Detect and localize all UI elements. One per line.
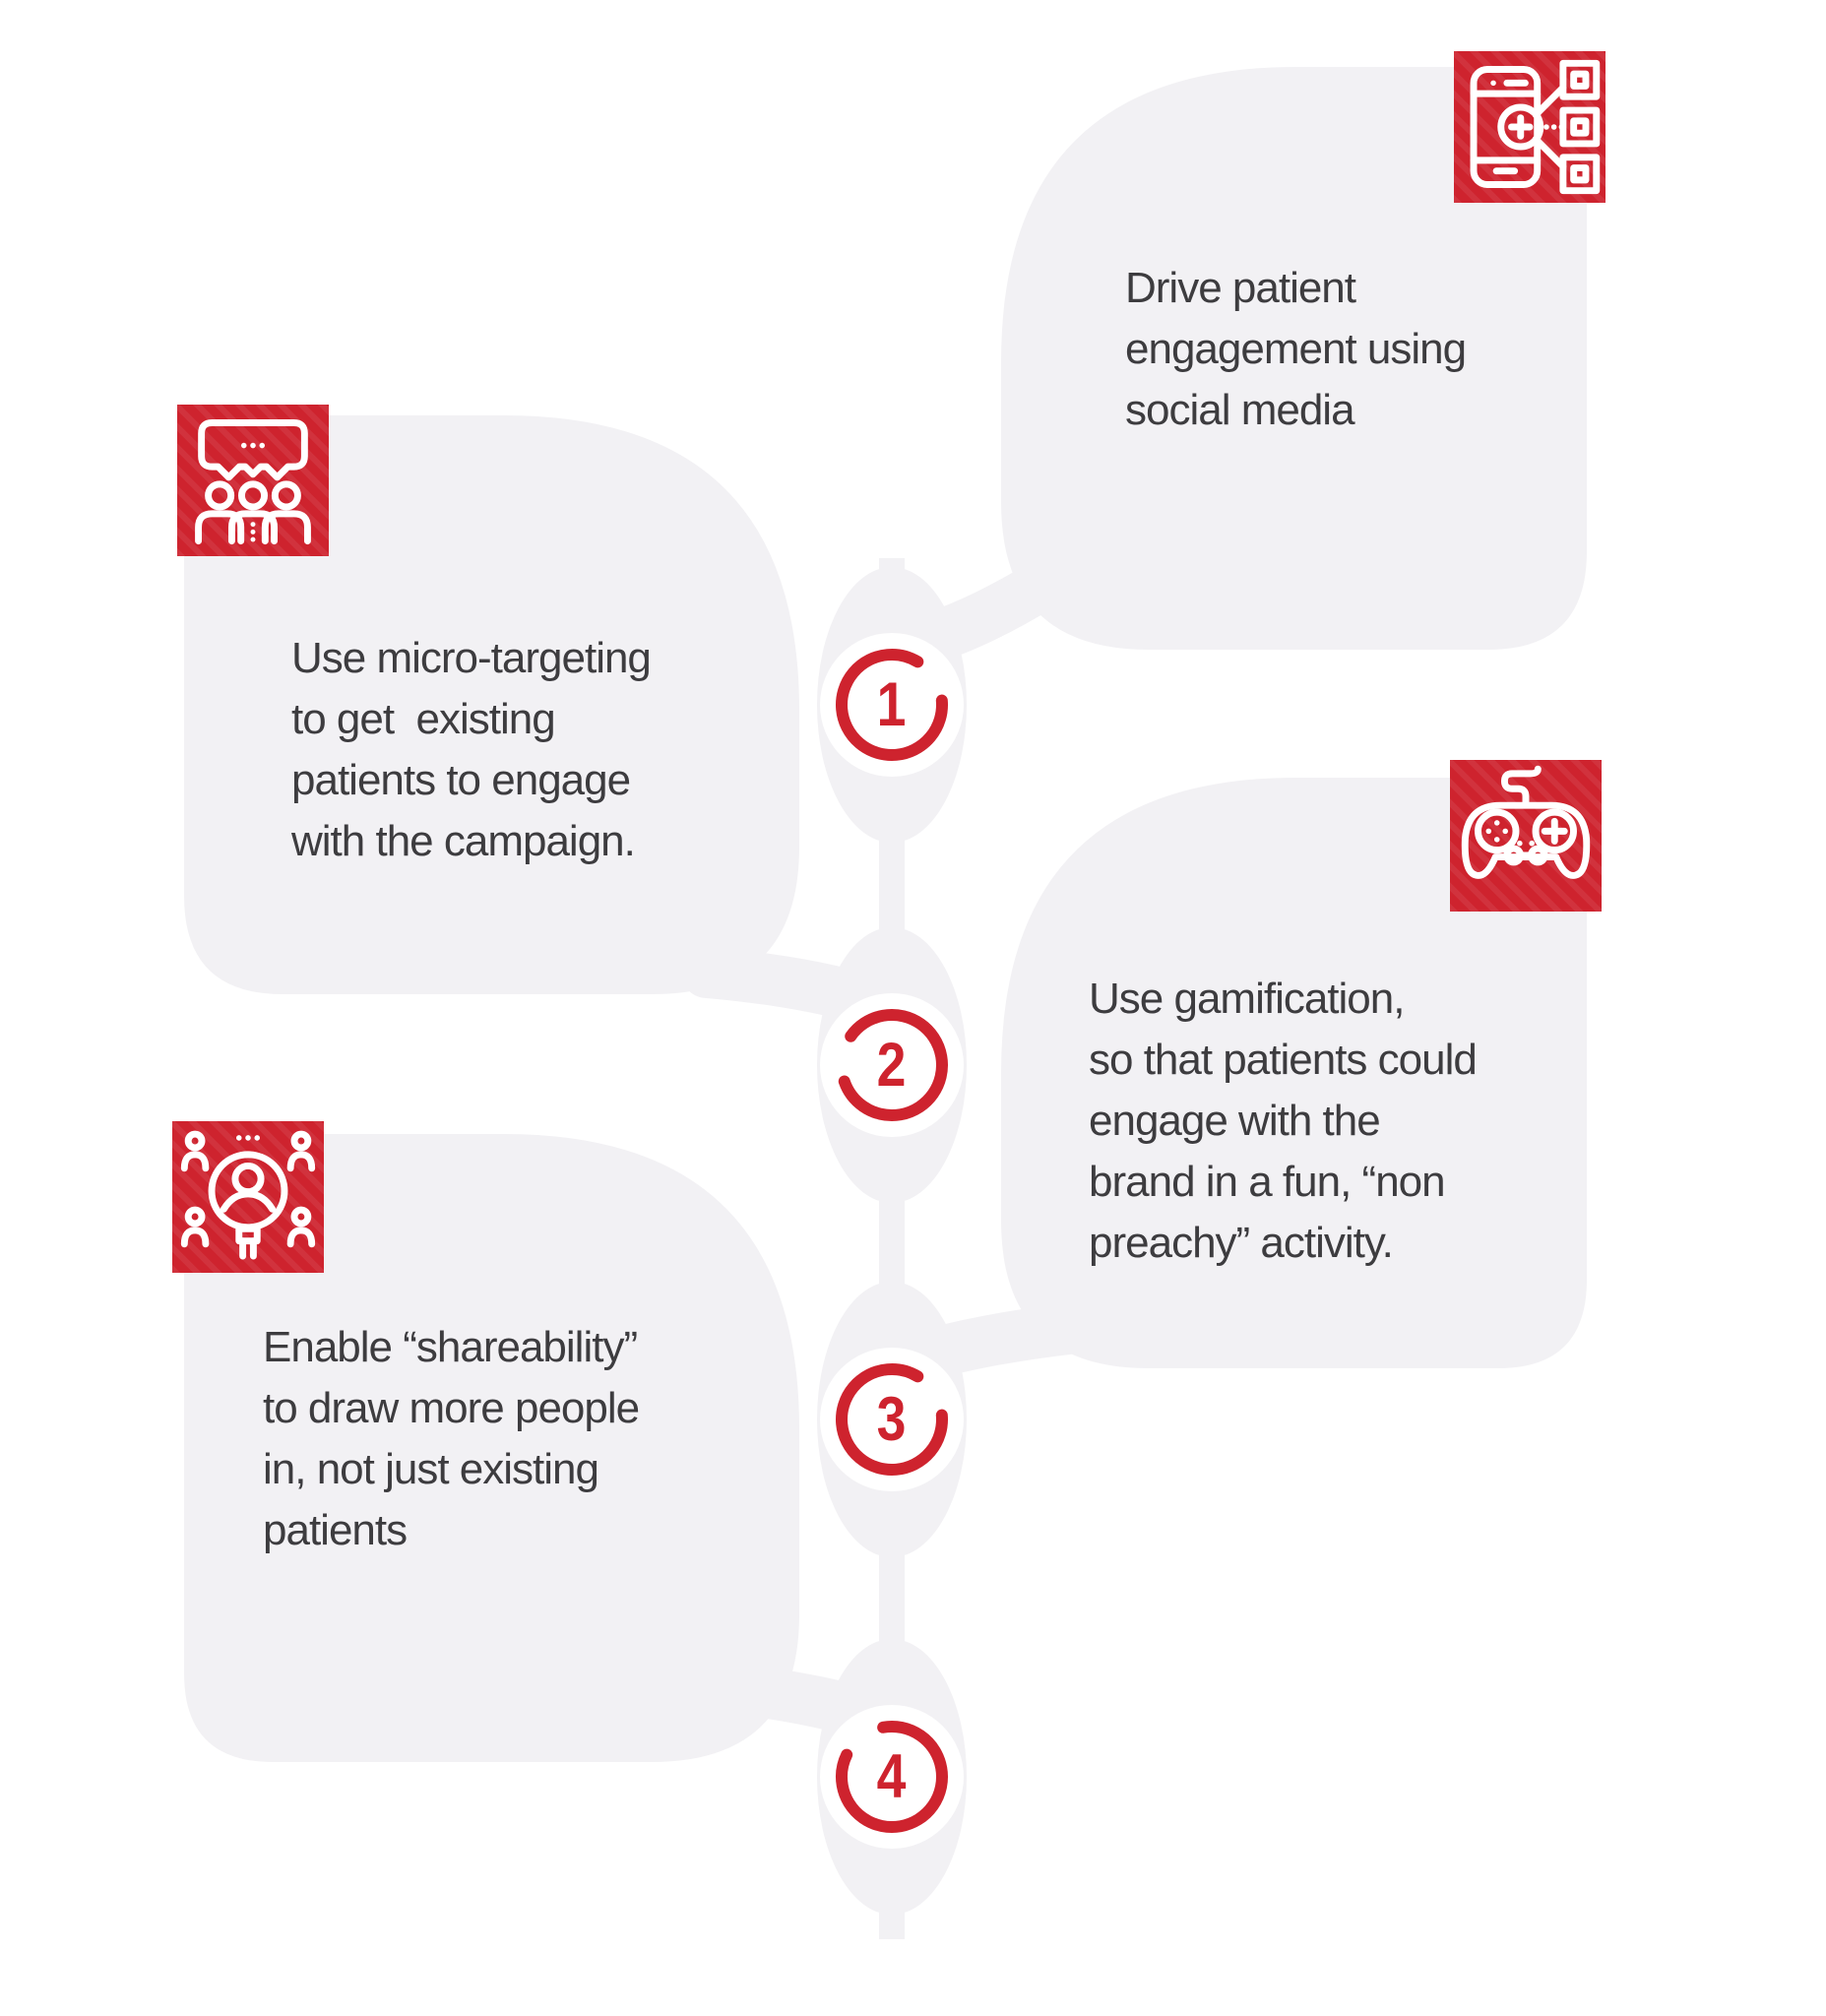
step-4-text: Enable “shareability” to draw more peopl…: [263, 1323, 640, 1554]
step-3-number: 3: [877, 1385, 907, 1454]
step-3-badge: 3: [835, 1362, 949, 1477]
step-1-text: Drive patient engagement using social me…: [1125, 264, 1467, 434]
step-4-number: 4: [877, 1742, 907, 1811]
gamepad-icon: [1450, 760, 1602, 912]
step-3-text: Use gamification, so that patients could…: [1089, 975, 1478, 1267]
step-2-text: Use micro-targeting to get existing pati…: [291, 634, 652, 865]
step-2-number: 2: [877, 1031, 907, 1100]
step-1-badge: 1: [835, 648, 949, 762]
step-2-badge: 2: [835, 1008, 949, 1122]
step-4-badge: 4: [835, 1720, 949, 1834]
person-search-icon: [172, 1121, 324, 1273]
audience-chat-icon: [177, 405, 329, 556]
step-1-number: 1: [877, 670, 907, 739]
phone-share-icon: [1454, 51, 1606, 203]
